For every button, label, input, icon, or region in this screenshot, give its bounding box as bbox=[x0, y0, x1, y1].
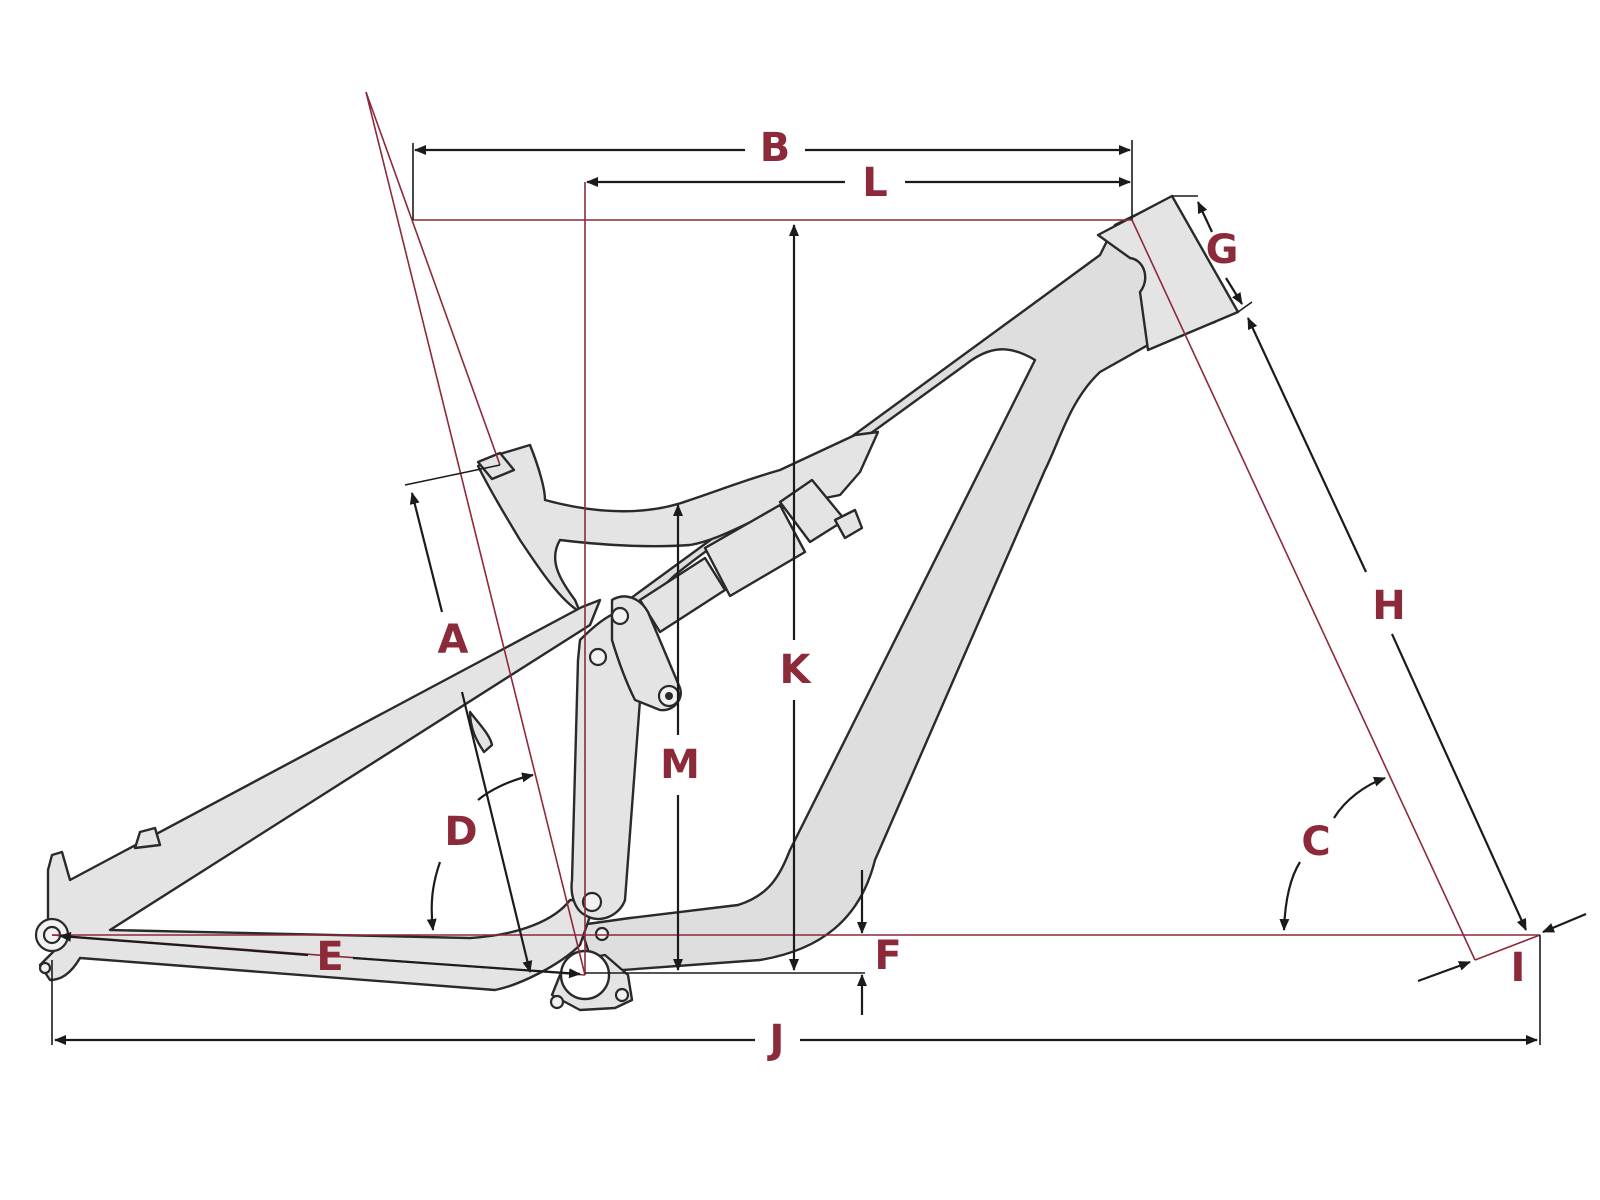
dimension-h-up bbox=[1247, 317, 1367, 573]
label-g: G bbox=[1206, 227, 1239, 273]
label-m: M bbox=[660, 742, 700, 788]
dimension-h-down bbox=[1390, 633, 1528, 931]
dimension-i-out bbox=[1542, 912, 1587, 934]
label-k: K bbox=[780, 647, 813, 693]
dimension-lines bbox=[51, 140, 1587, 1045]
label-h: H bbox=[1372, 583, 1405, 629]
rear-triangle bbox=[38, 598, 602, 992]
shock-rocker bbox=[610, 595, 682, 712]
label-l: L bbox=[862, 160, 888, 206]
dimension-c-arc-lower bbox=[1279, 861, 1301, 931]
dimension-d-arc-lower bbox=[426, 861, 442, 931]
label-j: J bbox=[767, 1017, 785, 1063]
label-b: B bbox=[760, 125, 791, 171]
dimension-d-arc-upper bbox=[477, 772, 534, 801]
pivot-points bbox=[34, 606, 681, 1010]
bike-frame bbox=[34, 194, 1240, 1012]
dimension-labels: A B C D E F G H I J K L M bbox=[316, 125, 1525, 1063]
dimension-c-arc-upper bbox=[1333, 776, 1386, 819]
dimension-g-down bbox=[1225, 277, 1243, 305]
label-i: I bbox=[1511, 945, 1526, 991]
dropout-hook bbox=[468, 710, 494, 754]
label-c: C bbox=[1301, 819, 1330, 865]
label-e: E bbox=[316, 934, 343, 980]
dimension-e-right bbox=[352, 956, 581, 979]
dimension-e-left bbox=[59, 931, 309, 957]
dimension-g-up bbox=[1197, 201, 1213, 233]
label-f: F bbox=[874, 933, 901, 979]
cable-boss bbox=[133, 826, 162, 850]
head-tube bbox=[1096, 194, 1240, 352]
dimension-i-in bbox=[1417, 960, 1471, 983]
dimension-a-down bbox=[460, 691, 533, 973]
dimension-a-up bbox=[409, 492, 444, 613]
label-a: A bbox=[438, 617, 469, 663]
label-d: D bbox=[444, 809, 477, 855]
rear-shock bbox=[638, 478, 864, 634]
